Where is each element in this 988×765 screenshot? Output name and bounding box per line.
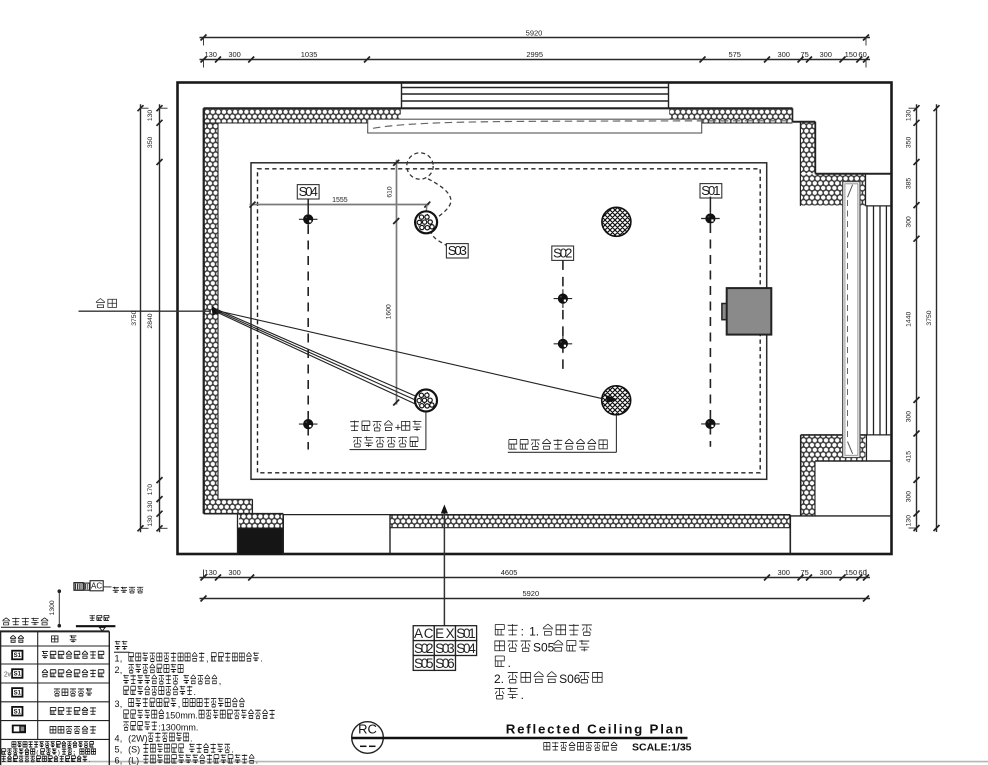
svg-text:,: , — [120, 699, 123, 709]
svg-text:1035: 1035 — [301, 50, 318, 59]
svg-text:75: 75 — [801, 568, 809, 577]
svg-text:S04: S04 — [456, 641, 476, 656]
svg-text:,: , — [219, 676, 222, 686]
svg-text:6: 6 — [115, 756, 120, 765]
svg-text:.: . — [89, 757, 91, 764]
svg-text:5920: 5920 — [522, 589, 539, 598]
svg-text:2995: 2995 — [526, 50, 543, 59]
svg-text:.: . — [190, 734, 193, 744]
svg-text:,: , — [120, 654, 123, 664]
svg-text:60: 60 — [858, 568, 866, 577]
svg-text:300: 300 — [906, 216, 913, 228]
svg-text:5: 5 — [115, 745, 120, 755]
svg-text:610: 610 — [387, 186, 394, 198]
svg-text:2.: 2. — [494, 672, 504, 686]
svg-text:4: 4 — [115, 734, 120, 744]
svg-text:1555: 1555 — [332, 197, 348, 204]
svg-text:SCALE:1/35: SCALE:1/35 — [632, 742, 692, 754]
svg-text:1: 1 — [115, 654, 120, 664]
svg-text:S05: S05 — [533, 641, 555, 655]
svg-text:4605: 4605 — [501, 568, 518, 577]
svg-text:150mm.: 150mm. — [165, 711, 198, 721]
svg-text:170: 170 — [147, 484, 154, 496]
svg-text:S1: S1 — [14, 653, 22, 659]
svg-text:.: . — [256, 756, 259, 765]
svg-text:AC: AC — [414, 626, 434, 641]
svg-text:130: 130 — [204, 50, 217, 59]
svg-text:): ) — [58, 750, 60, 757]
svg-text:1300: 1300 — [49, 600, 56, 615]
svg-text:.: . — [508, 656, 511, 670]
svg-text:1600: 1600 — [386, 304, 393, 319]
svg-text:75: 75 — [801, 50, 809, 59]
svg-text:(S): (S) — [128, 745, 140, 755]
svg-text:1.: 1. — [529, 625, 539, 639]
svg-text:130: 130 — [906, 515, 913, 527]
svg-text::1300mm.: :1300mm. — [158, 722, 198, 732]
svg-text:2840: 2840 — [147, 313, 154, 328]
svg-text:1440: 1440 — [906, 312, 913, 327]
svg-text:.: . — [260, 654, 263, 664]
svg-text:300: 300 — [906, 491, 913, 503]
svg-text:(L): (L) — [128, 756, 139, 765]
svg-text:2: 2 — [115, 665, 120, 675]
svg-text:5920: 5920 — [526, 28, 543, 37]
svg-text:130: 130 — [147, 501, 154, 513]
svg-text:300: 300 — [228, 50, 241, 59]
svg-text:300: 300 — [906, 411, 913, 423]
svg-text:S03: S03 — [448, 243, 467, 258]
svg-text:300: 300 — [819, 50, 832, 59]
svg-text:(: ( — [36, 750, 39, 757]
svg-text:(2W): (2W) — [128, 734, 148, 744]
svg-text:130: 130 — [204, 568, 217, 577]
svg-text:,: , — [206, 654, 209, 664]
svg-text:350: 350 — [906, 137, 913, 149]
svg-text:.: . — [231, 745, 234, 755]
svg-text:S02: S02 — [553, 246, 572, 261]
svg-text:,: , — [120, 756, 123, 765]
svg-text:150: 150 — [845, 50, 858, 59]
svg-text:300: 300 — [228, 568, 241, 577]
svg-text:+: + — [395, 422, 401, 434]
svg-text:.: . — [521, 688, 524, 702]
svg-text:S1: S1 — [14, 672, 22, 678]
svg-text:S06: S06 — [435, 656, 455, 671]
svg-text:150: 150 — [845, 568, 858, 577]
svg-text:2w: 2w — [4, 672, 14, 679]
svg-text:S01: S01 — [456, 626, 476, 641]
svg-text:.: . — [194, 687, 197, 697]
svg-text:S04: S04 — [299, 184, 318, 199]
svg-text:3: 3 — [115, 699, 120, 709]
svg-text:;: ; — [73, 750, 75, 757]
svg-text:130: 130 — [147, 515, 154, 527]
svg-text:385: 385 — [906, 178, 913, 190]
svg-text:AC: AC — [91, 582, 102, 591]
svg-text:3750: 3750 — [926, 310, 933, 325]
svg-text:,: , — [120, 665, 123, 675]
svg-text:350: 350 — [147, 137, 154, 149]
svg-text:S05: S05 — [414, 656, 434, 671]
svg-text::: : — [521, 625, 524, 639]
svg-text:S03: S03 — [435, 641, 455, 656]
svg-text:S02: S02 — [414, 641, 434, 656]
svg-text:575: 575 — [728, 50, 741, 59]
svg-text:S1: S1 — [14, 709, 22, 715]
svg-text:,: , — [120, 745, 123, 755]
svg-text:EX: EX — [435, 626, 455, 641]
svg-text:60: 60 — [858, 50, 866, 59]
svg-text:RC: RC — [358, 722, 377, 737]
svg-text:415: 415 — [906, 451, 913, 463]
svg-text:,: , — [178, 699, 181, 709]
svg-text:300: 300 — [777, 50, 790, 59]
svg-text:,: , — [120, 734, 123, 744]
svg-text:3750: 3750 — [131, 310, 138, 325]
svg-text:S01: S01 — [701, 183, 720, 198]
svg-text:130: 130 — [147, 110, 154, 122]
svg-text:300: 300 — [777, 568, 790, 577]
svg-text:300: 300 — [819, 568, 832, 577]
svg-text:S1: S1 — [14, 691, 22, 697]
svg-text:Reflected Ceiling Plan: Reflected Ceiling Plan — [506, 722, 685, 737]
svg-text:S06: S06 — [559, 672, 581, 686]
svg-text:130: 130 — [906, 110, 913, 122]
